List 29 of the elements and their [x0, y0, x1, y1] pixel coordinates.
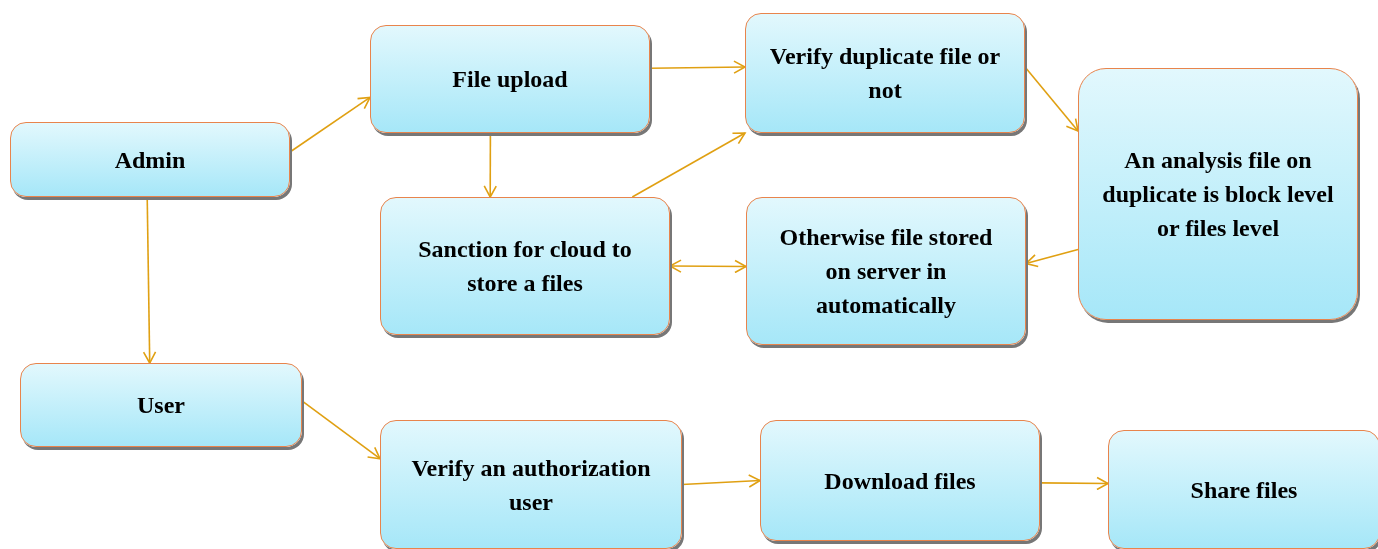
process-box: [370, 25, 650, 133]
box-label: Verify duplicate file or not: [768, 42, 1002, 105]
process-box: [20, 363, 302, 447]
process-box: [1108, 430, 1378, 549]
box-label: Admin: [114, 145, 186, 175]
arrow: [631, 132, 746, 198]
arrow: [669, 259, 747, 274]
box-label: User: [137, 391, 185, 420]
arrow: [1039, 476, 1109, 491]
box-label: Otherwise file stored on server in automatically: [778, 223, 994, 320]
process-box: [10, 122, 290, 197]
arrow: [1024, 66, 1079, 132]
arrow: [1025, 248, 1079, 268]
box-label: Share files: [1190, 475, 1298, 505]
box-label: An analysis file on duplicate is block level or files level: [1101, 146, 1335, 243]
arrow: [301, 400, 381, 460]
process-box: [746, 197, 1026, 345]
process-box: [380, 420, 682, 549]
process-box: [1078, 68, 1358, 320]
box-label: Download files: [824, 466, 976, 496]
arrow: [681, 474, 761, 488]
process-box: [380, 197, 670, 335]
box-label: File upload: [452, 65, 568, 94]
arrow: [649, 60, 746, 74]
process-box: [760, 420, 1040, 541]
box-label: Sanction for cloud to store a files: [417, 235, 633, 298]
process-box: [745, 13, 1025, 133]
box-label: Verify an authorization user: [410, 453, 652, 517]
arrow: [289, 96, 371, 153]
